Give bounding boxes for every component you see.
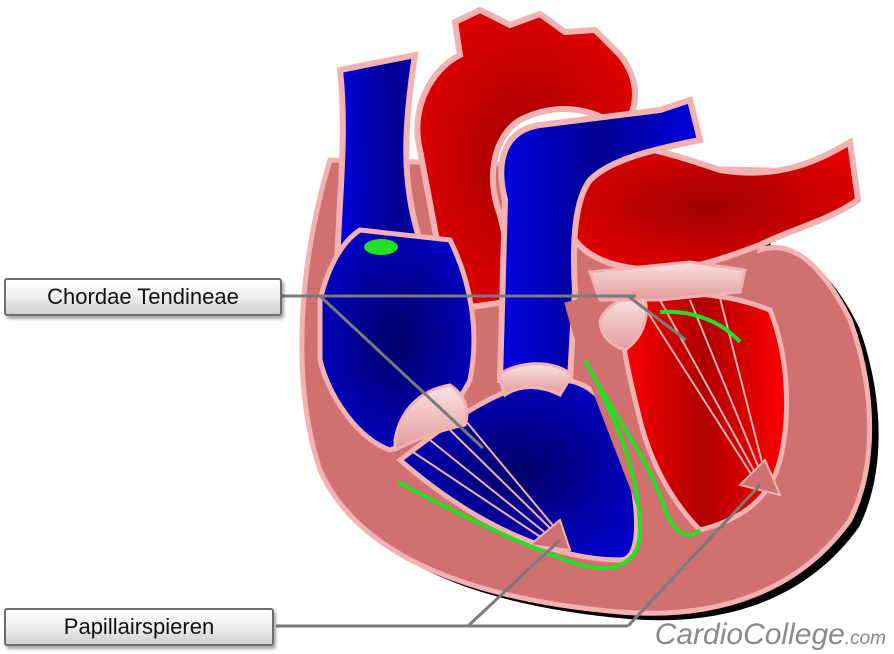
leader-lines bbox=[276, 294, 762, 628]
left-ventricle bbox=[617, 290, 790, 533]
leader-papillair-left bbox=[626, 483, 762, 628]
label-papillairspieren-text: Papillairspieren bbox=[63, 614, 215, 639]
label-papillairspieren: Papillairspieren bbox=[4, 608, 274, 646]
papillary-muscle-left bbox=[738, 458, 782, 497]
conduction-bundle-left bbox=[583, 359, 702, 537]
watermark-main: CardioCollege bbox=[654, 618, 845, 651]
leader-chordae-right bbox=[318, 294, 485, 450]
conduction-bundle-upper bbox=[659, 309, 742, 344]
chordae-right bbox=[409, 419, 556, 541]
pulmonary-artery bbox=[496, 96, 704, 383]
watermark-suffix: .com bbox=[844, 628, 886, 649]
watermark: CardioCollege.com bbox=[655, 618, 886, 652]
label-chordae-tendineae-text: Chordae Tendineae bbox=[47, 284, 239, 309]
conduction-bundle-right bbox=[397, 389, 643, 571]
pulmonary-valve bbox=[496, 362, 574, 398]
label-chordae-tendineae: Chordae Tendineae bbox=[4, 278, 282, 316]
septum bbox=[564, 297, 665, 586]
tricuspid-valve bbox=[393, 383, 469, 453]
leader-papillair-right bbox=[466, 538, 562, 628]
leader-chordae-left bbox=[627, 294, 687, 342]
chordae-left bbox=[639, 297, 766, 481]
sinoatrial-node bbox=[364, 239, 398, 255]
mitral-valve-leaflet bbox=[587, 260, 747, 302]
